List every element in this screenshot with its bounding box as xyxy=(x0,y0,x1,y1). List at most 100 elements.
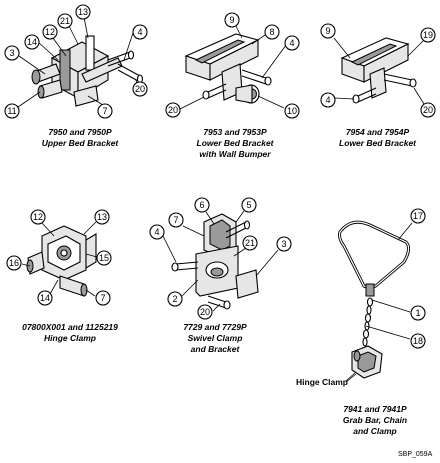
callout-number: 21 xyxy=(245,238,255,248)
callout-number: 11 xyxy=(7,106,16,116)
callout-number: 12 xyxy=(33,212,43,222)
callout-number: 3 xyxy=(281,239,286,249)
upper-callout-3: 3 xyxy=(4,45,20,61)
bumper-callout-8: 8 xyxy=(264,24,280,40)
callout-number: 7 xyxy=(100,293,105,303)
swivel-callout-20: 20 xyxy=(197,304,213,320)
hinge-clamp-callout-label: Hinge Clamp xyxy=(296,377,348,387)
caption-line: Swivel Clamp xyxy=(187,333,243,343)
callout-number: 16 xyxy=(9,258,19,268)
hinge-callout-leaders xyxy=(21,220,98,297)
grab-bar-drawing xyxy=(338,220,411,379)
callout-number: 20 xyxy=(423,105,433,115)
callout-number: 9 xyxy=(325,26,330,36)
lower-callout-20: 20 xyxy=(420,102,436,118)
caption-line: 7954 and 7954P xyxy=(345,127,410,137)
upper-bed-bracket-drawing xyxy=(31,35,144,107)
caption-line: 07800X001 and 1125219 xyxy=(22,322,118,332)
bumper-callout-9: 9 xyxy=(224,12,240,28)
caption-lower-bed-bracket: 7954 and 7954P Lower Bed Bracket xyxy=(320,127,435,149)
callout-number: 6 xyxy=(199,200,204,210)
swivel-callout-5: 5 xyxy=(241,197,257,213)
grab-callout-18: 18 xyxy=(410,333,426,349)
callout-number: 4 xyxy=(154,227,159,237)
swivel-callout-21: 21 xyxy=(242,235,258,251)
hinge-callout-14: 14 xyxy=(37,290,53,306)
callout-number: 19 xyxy=(423,30,433,40)
upper-callout-11: 11 xyxy=(4,103,20,119)
figure-code: SBP_059A xyxy=(398,451,433,458)
hinge-callout-7: 7 xyxy=(95,290,111,306)
grab-callout-17: 17 xyxy=(410,208,426,224)
callout-number: 20 xyxy=(135,84,145,94)
callout-number: 7 xyxy=(102,106,107,116)
callout-number: 5 xyxy=(246,200,251,210)
callout-number: 4 xyxy=(289,38,294,48)
caption-line: Lower Bed Bracket xyxy=(196,138,274,148)
callout-number: 1 xyxy=(415,308,420,318)
upper-callout-14: 14 xyxy=(24,34,40,50)
caption-lower-bed-bracket-bumper: 7953 and 7953P Lower Bed Bracket with Wa… xyxy=(170,127,300,160)
upper-callout-12: 12 xyxy=(42,24,58,40)
caption-line: and Clamp xyxy=(353,426,397,436)
hinge-callout-16: 16 xyxy=(6,255,22,271)
callout-number: 15 xyxy=(99,253,109,263)
bumper-callout-4: 4 xyxy=(284,35,300,51)
caption-line: with Wall Bumper xyxy=(199,149,271,159)
caption-line: 7941 and 7941P xyxy=(343,404,407,414)
caption-hinge-clamp: 07800X001 and 1125219 Hinge Clamp xyxy=(5,322,135,344)
callout-number: 20 xyxy=(168,105,178,115)
callout-number: 12 xyxy=(45,27,55,37)
caption-line: Upper Bed Bracket xyxy=(41,138,119,148)
callout-number: 14 xyxy=(27,37,37,47)
lower-callout-9: 9 xyxy=(320,23,336,39)
upper-callout-20: 20 xyxy=(132,81,148,97)
caption-upper-bed-bracket: 7950 and 7950P Upper Bed Bracket xyxy=(20,127,140,149)
caption-line: Lower Bed Bracket xyxy=(339,138,416,148)
callout-number: 18 xyxy=(413,336,423,346)
callout-number: 13 xyxy=(97,212,107,222)
callout-number: 4 xyxy=(137,27,142,37)
lower-bumper-callout-leaders xyxy=(179,25,287,110)
callout-number: 7 xyxy=(173,215,178,225)
bumper-callout-20: 20 xyxy=(165,102,181,118)
lower-bracket-bumper-drawing xyxy=(184,33,272,104)
caption-grab-bar: 7941 and 7941P Grab Bar, Chain and Clamp xyxy=(320,404,430,437)
swivel-callout-2: 2 xyxy=(167,291,183,307)
callout-number: 13 xyxy=(78,7,88,17)
caption-line: Hinge Clamp xyxy=(44,333,96,343)
upper-callout-7: 7 xyxy=(97,103,113,119)
hinge-callout-13: 13 xyxy=(94,209,110,225)
callout-number: 14 xyxy=(40,293,50,303)
callout-number: 17 xyxy=(413,211,423,221)
upper-callout-4: 4 xyxy=(132,24,148,40)
lower-callout-4: 4 xyxy=(320,92,336,108)
caption-line: and Bracket xyxy=(190,344,240,354)
lower-callout-leaders xyxy=(333,37,425,105)
callout-number: 9 xyxy=(229,15,234,25)
swivel-callout-6: 6 xyxy=(194,197,210,213)
swivel-callout-7: 7 xyxy=(168,212,184,228)
swivel-callout-leaders xyxy=(162,210,279,312)
hinge-callout-12: 12 xyxy=(30,209,46,225)
caption-line: 7950 and 7950P xyxy=(48,127,112,137)
grab-callout-1: 1 xyxy=(410,305,426,321)
caption-line: 7953 and 7953P xyxy=(203,127,267,137)
upper-callout-13: 13 xyxy=(75,4,91,20)
hinge-callout-15: 15 xyxy=(96,250,112,266)
callout-number: 3 xyxy=(9,48,14,58)
bumper-callout-10: 10 xyxy=(284,103,300,119)
caption-swivel-clamp: 7729 and 7729P Swivel Clamp and Bracket xyxy=(160,322,270,355)
grab-bar-chain xyxy=(362,297,374,347)
swivel-callout-4: 4 xyxy=(149,224,165,240)
swivel-clamp-drawing xyxy=(171,213,259,310)
swivel-callout-3: 3 xyxy=(276,236,292,252)
callout-number: 10 xyxy=(287,106,297,116)
callout-number: 8 xyxy=(269,27,274,37)
lower-callout-19: 19 xyxy=(420,27,436,43)
callout-number: 4 xyxy=(325,95,330,105)
upper-callout-21: 21 xyxy=(57,13,73,29)
lower-bracket-drawing xyxy=(340,37,417,104)
caption-line: 7729 and 7729P xyxy=(183,322,247,332)
